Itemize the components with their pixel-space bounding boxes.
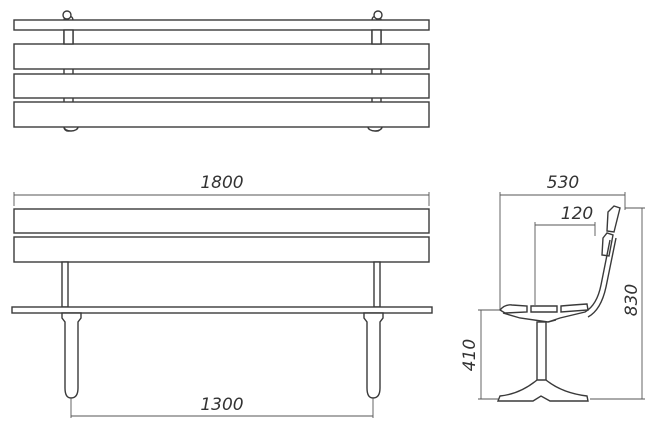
top-view-slat-3 xyxy=(13,101,430,128)
top-view-left-bolt xyxy=(62,10,72,20)
top-view-right-bolt xyxy=(373,10,383,20)
front-view-left-leg xyxy=(61,312,82,399)
dim-backrest-offset: 120 xyxy=(561,204,593,224)
side-view-seat-slat-1 xyxy=(498,304,528,314)
side-view-back-slat-2 xyxy=(601,232,614,257)
side-view-base xyxy=(496,379,589,402)
front-view-left-post xyxy=(61,261,69,308)
dim-seat-height: 410 xyxy=(460,339,480,371)
front-view: 1800 1300 xyxy=(11,173,433,418)
side-view-frame-curve-inner xyxy=(587,237,617,318)
top-view xyxy=(13,10,430,132)
top-view-slat-2 xyxy=(13,73,430,99)
front-view-back-slat-2 xyxy=(13,236,430,263)
side-view-back-slat-1 xyxy=(606,205,621,233)
dim-total-height: 830 xyxy=(622,284,642,316)
side-view: 530 120 830 410 xyxy=(460,173,645,402)
dim-leg-spacing: 1300 xyxy=(200,395,243,415)
top-view-right-support-gap xyxy=(371,29,382,45)
side-view-frame-curve xyxy=(547,239,611,323)
front-view-right-post xyxy=(373,261,381,308)
front-view-seat xyxy=(11,306,433,314)
side-view-seat-slat-3 xyxy=(560,303,589,313)
top-view-slat-1 xyxy=(13,43,430,70)
side-view-seat-frame xyxy=(502,312,557,323)
top-view-backrest-bar xyxy=(13,19,430,31)
front-view-back-slat-1 xyxy=(13,208,430,234)
side-view-column xyxy=(536,321,547,387)
front-view-right-leg xyxy=(363,312,384,399)
side-view-seat-slat-2 xyxy=(530,305,558,313)
dim-depth: 530 xyxy=(547,173,579,193)
dim-overall-length: 1800 xyxy=(200,173,243,193)
top-view-left-support-gap xyxy=(63,29,74,45)
